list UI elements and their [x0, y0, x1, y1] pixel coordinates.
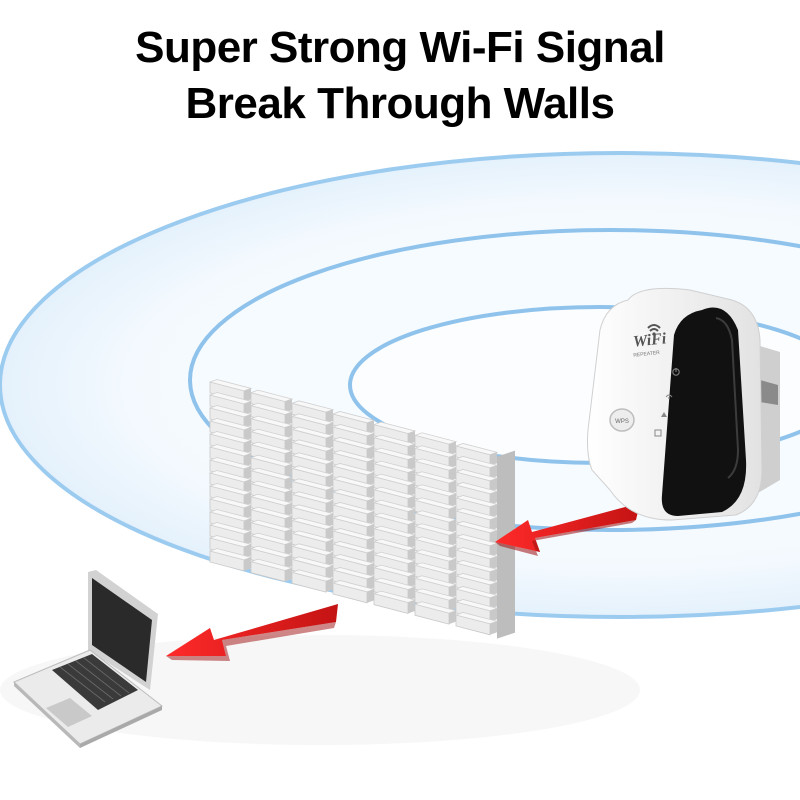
headline-line-1: Super Strong Wi-Fi Signal — [135, 23, 665, 72]
laptop — [13, 570, 163, 748]
wifi-repeater-device: WiFi REPEATER WPS — [587, 287, 780, 521]
lan-icon — [654, 429, 662, 437]
indicator-icon — [661, 412, 667, 417]
device-front-panel — [661, 307, 747, 516]
laptop-screen — [92, 578, 152, 682]
headline: Super Strong Wi-Fi Signal Break Through … — [0, 20, 800, 132]
arrow-wall-to-laptop — [166, 604, 338, 661]
wifi-logo-icon — [647, 324, 661, 336]
device-sub-text: REPEATER — [633, 350, 660, 359]
brick-wall — [208, 379, 515, 639]
arrow-device-to-wall — [495, 503, 640, 556]
device-logo-text: WiFi — [632, 330, 667, 350]
wps-icon: WPS — [615, 419, 629, 425]
wps-button: WPS — [609, 408, 635, 432]
laptop-trackpad — [46, 698, 92, 727]
headline-line-2: Break Through Walls — [185, 79, 615, 128]
floor-shadow — [0, 635, 640, 745]
signal-icon — [665, 394, 673, 399]
power-icon — [672, 368, 680, 376]
